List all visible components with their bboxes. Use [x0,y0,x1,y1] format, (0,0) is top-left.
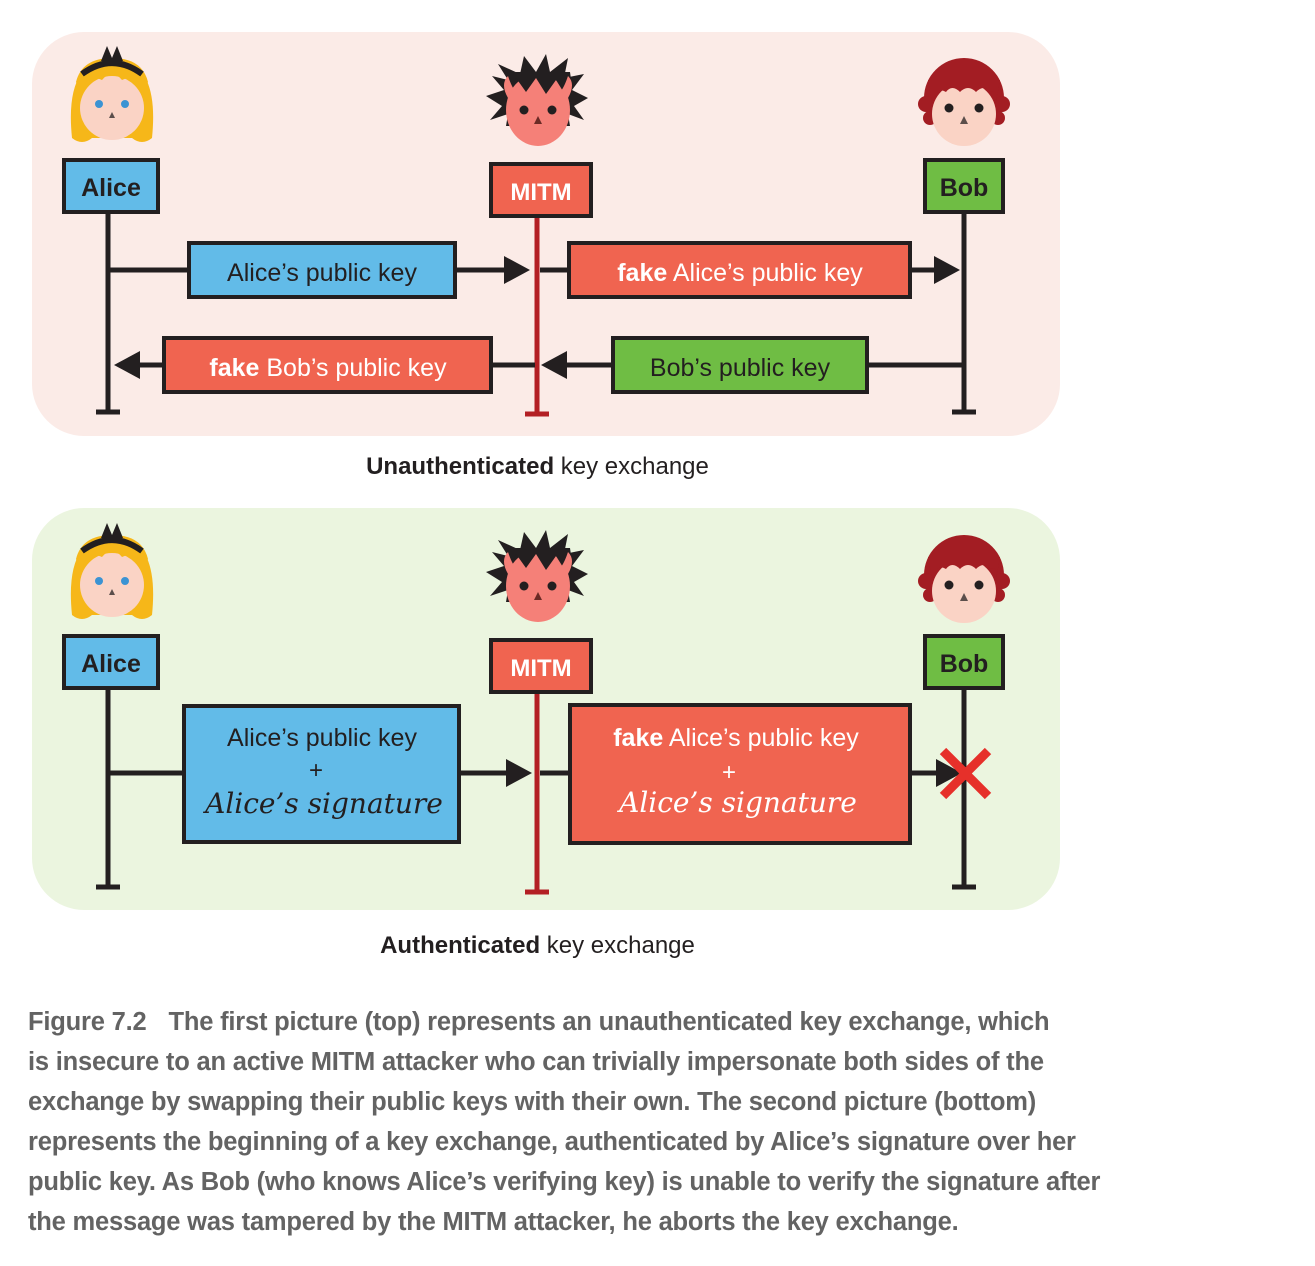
bottom-bob-label: Bob [940,650,989,678]
reject-x-icon [939,747,992,800]
bottom-msg1-box [182,704,461,844]
bottom-msg2-signature: Alice’s signature [616,786,857,819]
bottom-mitm-label-box [489,638,593,694]
top-msg3-fake: fake [209,354,259,382]
top-msg1-label: Alice’s public key [227,259,417,287]
figure-label: Figure 7.2 [28,1008,147,1036]
top-msg2-label: fake Alice’s public key [617,259,863,287]
top-msg4-label: Bob’s public key [650,354,831,382]
bottom-bob-label-box [923,634,1005,690]
bottom-msg2-key-label: fake Alice’s public key [613,724,859,752]
bottom-alice-label: Alice [81,650,141,678]
top-msg3-text: Bob’s public key [259,354,447,382]
authenticated-caption-bold: Authenticated [380,932,541,959]
unauthenticated-caption-text: key exchange [554,453,709,480]
key-exchange-diagram: Alice MITM Bob Alice’s public key fake A… [62,0,1010,895]
bottom-msg1-plus: + [309,757,323,784]
top-mitm-label: MITM [510,179,571,206]
figure-caption-text-1: The first picture (top) represents an un… [168,1008,1050,1036]
bottom-msg1-arrowhead [506,759,532,787]
top-msg4-box [611,336,869,394]
top-msg2-box [567,241,912,299]
unauthenticated-caption: Unauthenticated key exchange [0,453,1075,481]
top-alice-label-box [62,158,160,214]
figure-caption-line-2: is insecure to an active MITM attacker w… [28,1048,1044,1076]
top-msg3-label: fake Bob’s public key [209,354,447,382]
figure-caption-line-4: represents the beginning of a key exchan… [28,1128,1076,1156]
figure-caption-line-1: Figure 7.2 The first picture (top) repres… [28,1002,1298,1042]
figure-caption-line-6: the message was tampered by the MITM att… [28,1208,959,1236]
top-alice-label: Alice [81,174,141,202]
top-bob-label-box [923,158,1005,214]
bottom-msg2-text: Alice’s public key [663,724,859,752]
authenticated-caption: Authenticated key exchange [0,932,1075,960]
authenticated-caption-text: key exchange [540,932,695,959]
top-msg4-arrowhead [541,351,567,379]
top-bob-avatar [918,58,1010,146]
top-msg2-arrowhead [934,256,960,284]
bottom-msg2-arrowhead [936,759,962,787]
figure-caption: Figure 7.2 The first picture (top) repres… [28,1002,1298,1242]
bottom-mitm-avatar [486,530,588,622]
figure-caption-line-5: public key. As Bob (who knows Alice’s ve… [28,1168,1101,1196]
top-alice-avatar [71,46,153,142]
top-msg1-arrowhead [504,256,530,284]
top-msg3-box [162,336,493,394]
top-msg2-text: Alice’s public key [667,259,863,287]
bottom-msg2-plus: + [722,759,736,786]
unauthenticated-caption-bold: Unauthenticated [366,453,555,480]
bottom-msg2-box [568,703,912,845]
figure-caption-line-3: exchange by swapping their public keys w… [28,1088,1036,1116]
top-msg1-box [187,241,457,299]
bottom-msg1-signature: Alice’s signature [202,787,443,820]
bottom-alice-avatar [71,523,153,619]
bottom-mitm-label: MITM [510,655,571,682]
bottom-msg1-key-label: Alice’s public key [227,724,417,752]
bottom-bob-avatar [918,535,1010,623]
bottom-alice-label-box [62,634,160,690]
top-bob-label: Bob [940,174,989,202]
top-mitm-label-box [489,162,593,218]
bottom-msg2-fake: fake [613,724,663,752]
top-msg2-fake: fake [617,259,667,287]
top-mitm-avatar [486,54,588,146]
top-msg3-arrowhead [114,351,140,379]
